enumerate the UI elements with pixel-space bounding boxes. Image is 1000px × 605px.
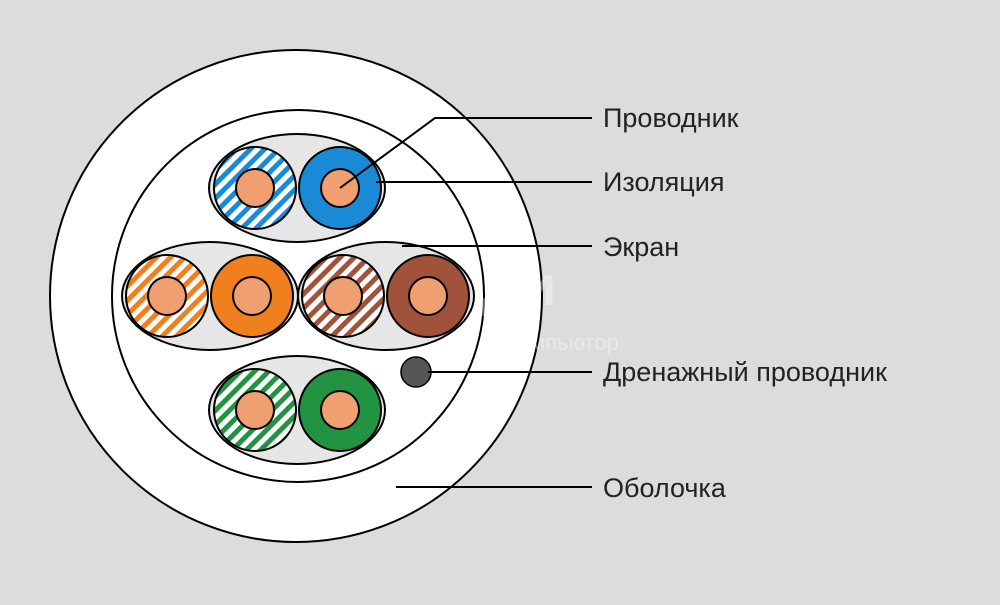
label-drain-wire: Дренажный проводник [603, 357, 887, 387]
conductor-copper [235, 168, 275, 208]
watermark-main: Ди [482, 254, 556, 317]
label-insulation: Изоляция [603, 167, 724, 197]
drain-wire [400, 356, 432, 388]
leader-lines [339, 117, 592, 488]
conductor-copper [408, 276, 448, 316]
label-jacket: Оболочка [603, 473, 727, 503]
conductor-copper [235, 390, 275, 430]
leader-line-conductor [339, 117, 592, 189]
pair-orange [125, 254, 294, 338]
conductor-copper [320, 390, 360, 430]
label-shield: Экран [603, 232, 679, 262]
pair-green [213, 368, 382, 452]
conductor-copper [323, 276, 363, 316]
conductor-copper [232, 276, 272, 316]
label-conductor: Проводник [603, 103, 739, 133]
pair-brown [301, 254, 470, 338]
conductor-copper [147, 276, 187, 316]
watermark-sub: мпьютор [530, 330, 619, 355]
